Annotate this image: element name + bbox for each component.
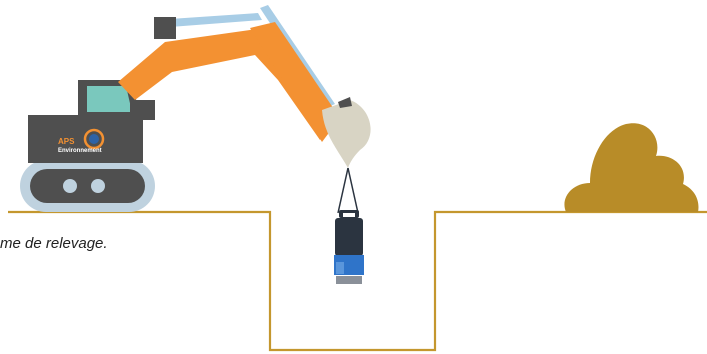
caption-text: me de relevage. xyxy=(0,235,108,252)
track-wheel xyxy=(63,179,77,193)
boom-cylinder xyxy=(154,17,176,39)
excavator-bucket xyxy=(322,100,371,168)
track-wheel xyxy=(91,179,105,193)
dirt-pile xyxy=(564,123,698,212)
bucket-hinge xyxy=(338,97,352,108)
submersible-pump xyxy=(334,210,364,284)
lifting-cable xyxy=(338,168,348,213)
logo-subtext: Environnement xyxy=(58,148,102,154)
lifting-cable xyxy=(348,168,358,213)
logo-text: APS xyxy=(58,137,75,146)
excavator-tracks xyxy=(20,160,155,212)
cab-window xyxy=(87,86,132,112)
